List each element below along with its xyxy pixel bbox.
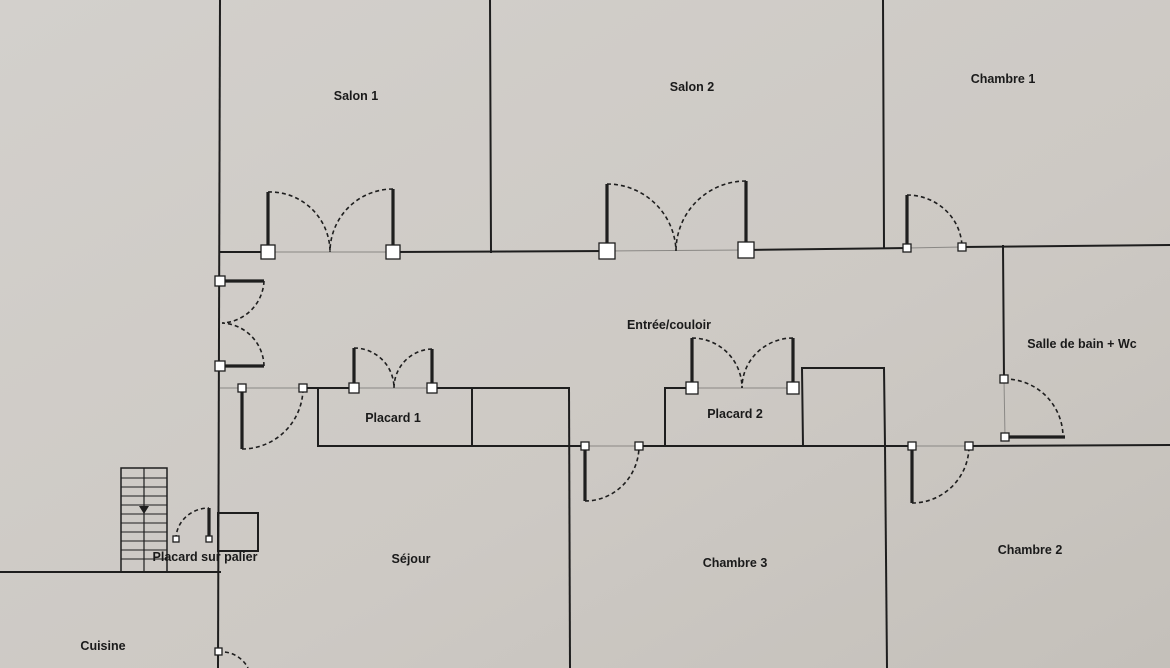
- door-chambre3[interactable]: [580, 441, 644, 502]
- wall-placard2-divider: [800, 366, 805, 448]
- door-chambre1[interactable]: [902, 194, 967, 253]
- wall-corridor-north-d: [960, 243, 1170, 249]
- door-cuisine[interactable]: [214, 647, 249, 668]
- stair-arrow-icon: [139, 506, 149, 514]
- wall-salon1-salon2: [488, 0, 493, 254]
- label-chambre3: Chambre 3: [703, 556, 768, 570]
- label-salon2: Salon 2: [670, 80, 715, 94]
- label-salon1: Salon 1: [334, 89, 379, 103]
- door-placard2[interactable]: [685, 337, 800, 395]
- wall-corridor-north-b: [391, 249, 609, 254]
- label-entree: Entrée/couloir: [627, 318, 711, 332]
- opening-chambre1: [906, 246, 963, 249]
- label-placard-palier: Placard sur palier: [153, 550, 258, 564]
- label-chambre1: Chambre 1: [971, 72, 1036, 86]
- opening-sdb: [1003, 378, 1006, 438]
- room-labels: Salon 1 Salon 2 Chambre 1 Entrée/couloir…: [80, 72, 1136, 653]
- door-sdb[interactable]: [999, 374, 1065, 442]
- door-salon1[interactable]: [260, 188, 401, 260]
- wall-chambre2-north: [967, 443, 1170, 448]
- door-west-corridor[interactable]: [237, 383, 308, 450]
- wall-sdb-west-a: [1001, 244, 1006, 381]
- wall-west: [216, 0, 222, 668]
- door-salon2[interactable]: [598, 180, 755, 260]
- label-sdb: Salle de bain + Wc: [1027, 337, 1136, 351]
- door-placard1[interactable]: [348, 347, 438, 394]
- door-placard-palier[interactable]: [172, 507, 213, 543]
- door-west-double[interactable]: [214, 275, 265, 372]
- placard-palier-box: [217, 512, 259, 552]
- staircase: [120, 467, 168, 573]
- wall-corridor-north-c: [744, 246, 909, 252]
- label-chambre2: Chambre 2: [998, 543, 1063, 557]
- label-cuisine: Cuisine: [80, 639, 125, 653]
- wall-placard-east-side: [882, 366, 887, 448]
- label-placard1: Placard 1: [365, 411, 421, 425]
- label-placard2: Placard 2: [707, 407, 763, 421]
- door-chambre2[interactable]: [907, 441, 974, 504]
- wall-sejour-east: [567, 386, 572, 668]
- label-sejour: Séjour: [392, 552, 431, 566]
- wall-chambre3-east: [883, 444, 889, 668]
- wall-salon2-chambre1: [881, 0, 886, 250]
